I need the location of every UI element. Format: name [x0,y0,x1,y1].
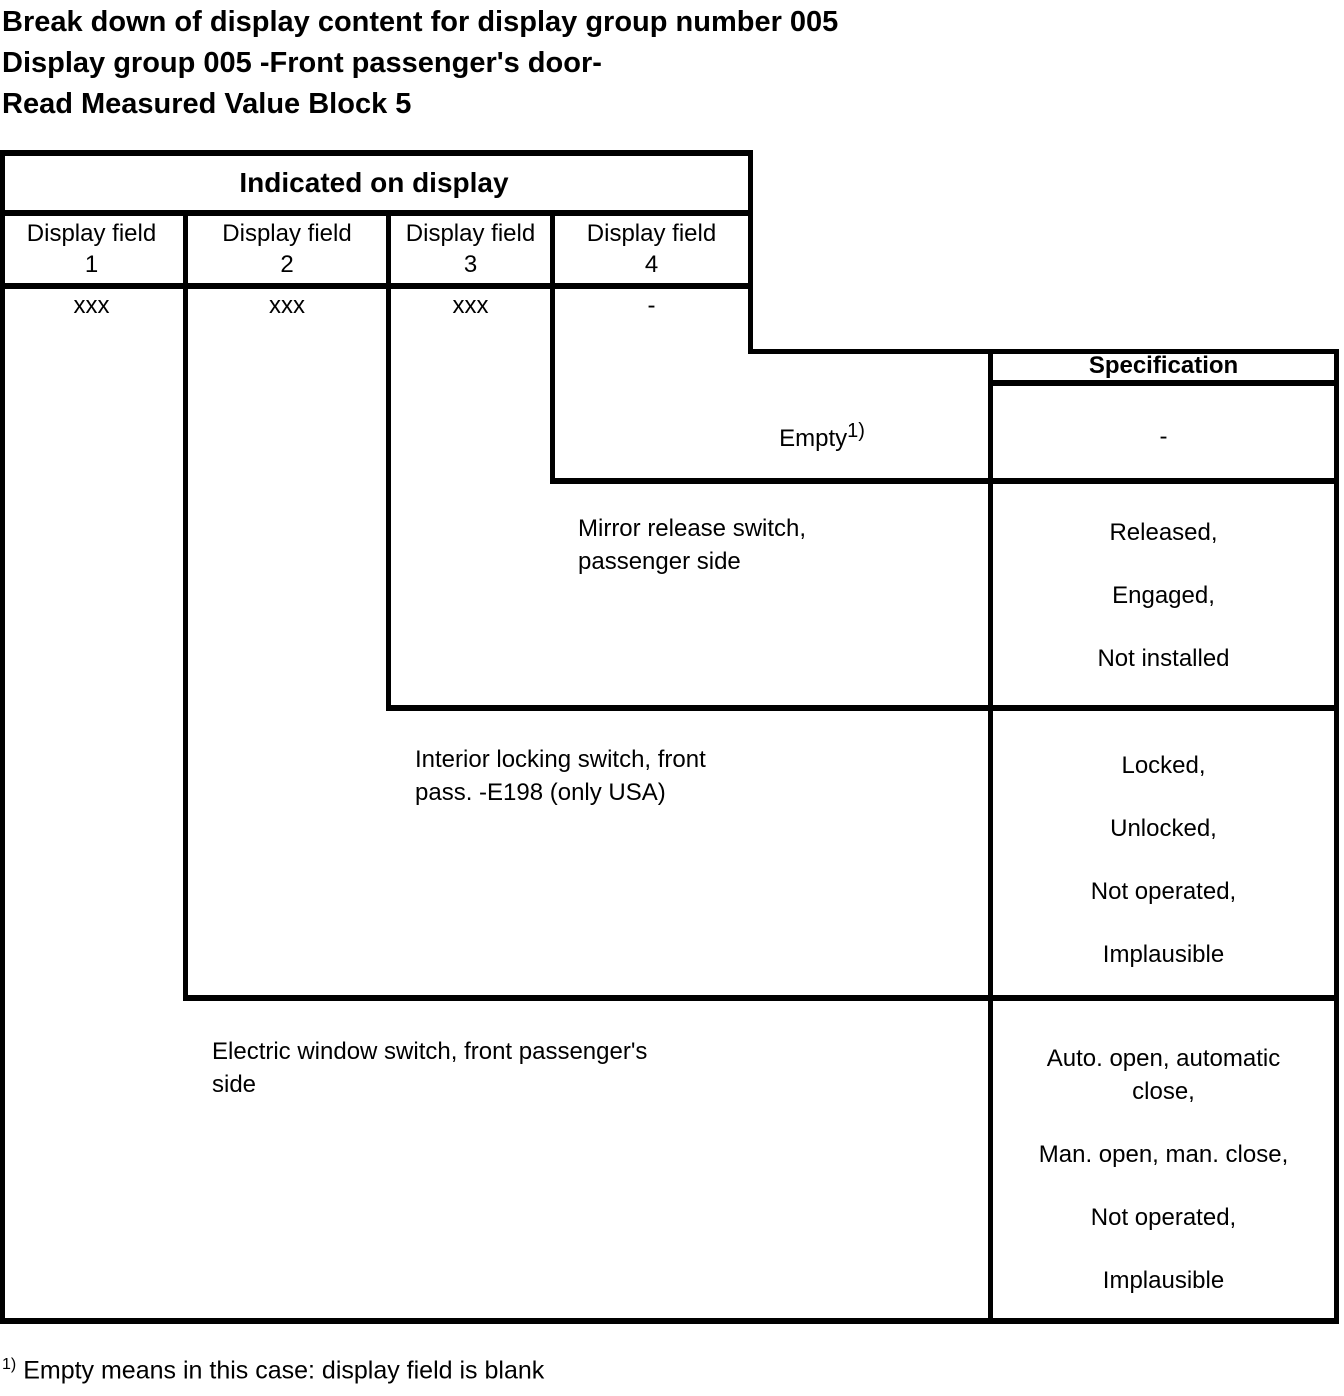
display-field-4-label: Display field [586,220,717,247]
footnote-text: Empty means in this case: display field … [23,1356,545,1385]
border-right-edge [1334,349,1339,1324]
spec-value: Not operated, [1090,878,1237,905]
spec-value: Implausible [1102,1267,1225,1294]
border-col1-col2-divider [183,210,188,1001]
title-line-1: Break down of display content for displa… [2,6,839,38]
spec-value: Locked, [1121,752,1206,779]
border-table-bottom [0,1318,1339,1324]
border-col3-col4-divider [550,210,555,484]
display-field-1-label: Display field [26,220,157,247]
row-empty-description-text: Empty [779,425,848,452]
spec-value: Released, [1109,519,1218,546]
display-field-1-number: 1 [84,251,99,278]
display-field-2-number: 2 [280,251,294,278]
border-under-empty-row [550,478,1339,484]
display-field-2-value: xxx [269,292,305,319]
spec-value: Not operated, [1090,1204,1237,1231]
column-header-display-field-3: Display field 3 [391,216,550,282]
indicated-on-display-header: Indicated on display [239,166,509,198]
footnote-marker: 1) [2,1356,17,1373]
title-line-3: Read Measured Value Block 5 [2,88,412,120]
border-step-to-specification [748,349,1339,354]
spec-value: Unlocked, [1110,815,1217,842]
display-field-1-value: xxx [73,292,110,319]
display-field-3-label: Display field [405,220,536,247]
border-header-right-edge [748,150,753,354]
row-empty-description: Empty1) [655,420,989,453]
column-header-display-field-2: Display field 2 [188,216,386,282]
border-under-column-headers [0,283,753,289]
row-empty-footnote-ref: 1) [847,420,865,442]
border-specification-divider [988,349,993,1324]
display-field-3-number: 3 [463,251,478,278]
border-under-indicated-header [0,210,753,216]
row-interior-specifications: Locked, Unlocked, Not operated, Implausi… [993,711,1334,1001]
display-field-4-number: 4 [644,251,659,278]
footnote: 1) Empty means in this case: display fie… [2,1356,544,1385]
spec-value: Implausible [1102,941,1225,968]
title-line-2: Display group 005 -Front passenger's doo… [2,47,602,79]
document-title: Break down of display content for displa… [2,2,838,125]
border-left-edge [0,150,5,1324]
specification-header: Specification [1088,351,1239,379]
column-header-display-field-1: Display field 1 [0,216,183,282]
border-under-specification-header [988,380,1339,386]
row-mirror-description: Mirror release switch, passenger side [578,515,807,575]
spec-value: Not installed [1097,645,1230,672]
border-under-interior-row [183,995,1339,1001]
row-interior-description: Interior locking switch, front pass. -E1… [415,746,706,806]
display-field-2-label: Display field [222,220,352,247]
column-header-display-field-4: Display field 4 [555,216,748,282]
border-header-top [0,150,753,156]
row-mirror-specifications: Released, Engaged, Not installed [993,484,1334,705]
spec-value: Engaged, [1112,582,1215,609]
border-under-mirror-row [386,705,1339,711]
row-electric-description: Electric window switch, front passenger'… [212,1038,648,1098]
display-field-4-value: - [647,292,656,319]
border-col2-col3-divider [386,210,391,711]
spec-value: Man. open, man. close, [1038,1141,1289,1168]
display-field-3-value: xxx [452,292,489,319]
row-electric-specifications: Auto. open, automatic close, Man. open, … [993,1001,1334,1327]
spec-value: Auto. open, automatic close, [1046,1045,1281,1105]
row-empty-specification: - [1159,423,1168,450]
